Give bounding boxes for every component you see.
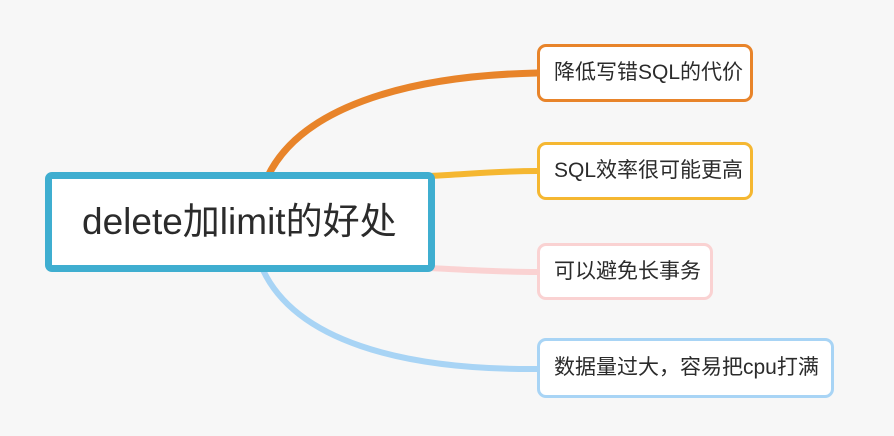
connector-curve-blue [260, 267, 540, 373]
branch-node-label: 降低写错SQL的代价 [554, 61, 744, 85]
branch-node-large-data-cpu[interactable]: 数据量过大，容易把cpu打满 [537, 338, 834, 398]
branch-node-label: SQL效率很可能更高 [554, 159, 744, 183]
branch-node-reduce-sql-mistake-cost[interactable]: 降低写错SQL的代价 [537, 44, 753, 102]
central-node[interactable]: delete加limit的好处 [45, 172, 435, 272]
connector-line-yellow [427, 168, 540, 179]
central-node-label: delete加limit的好处 [82, 200, 397, 242]
connector-line-pink [427, 265, 540, 275]
branch-node-label: 可以避免长事务 [554, 259, 701, 283]
branch-node-avoid-long-transaction[interactable]: 可以避免长事务 [537, 243, 713, 300]
branch-node-sql-efficiency[interactable]: SQL效率很可能更高 [537, 142, 753, 200]
connector-curve-orange [264, 69, 541, 180]
branch-node-label: 数据量过大，容易把cpu打满 [554, 356, 819, 380]
